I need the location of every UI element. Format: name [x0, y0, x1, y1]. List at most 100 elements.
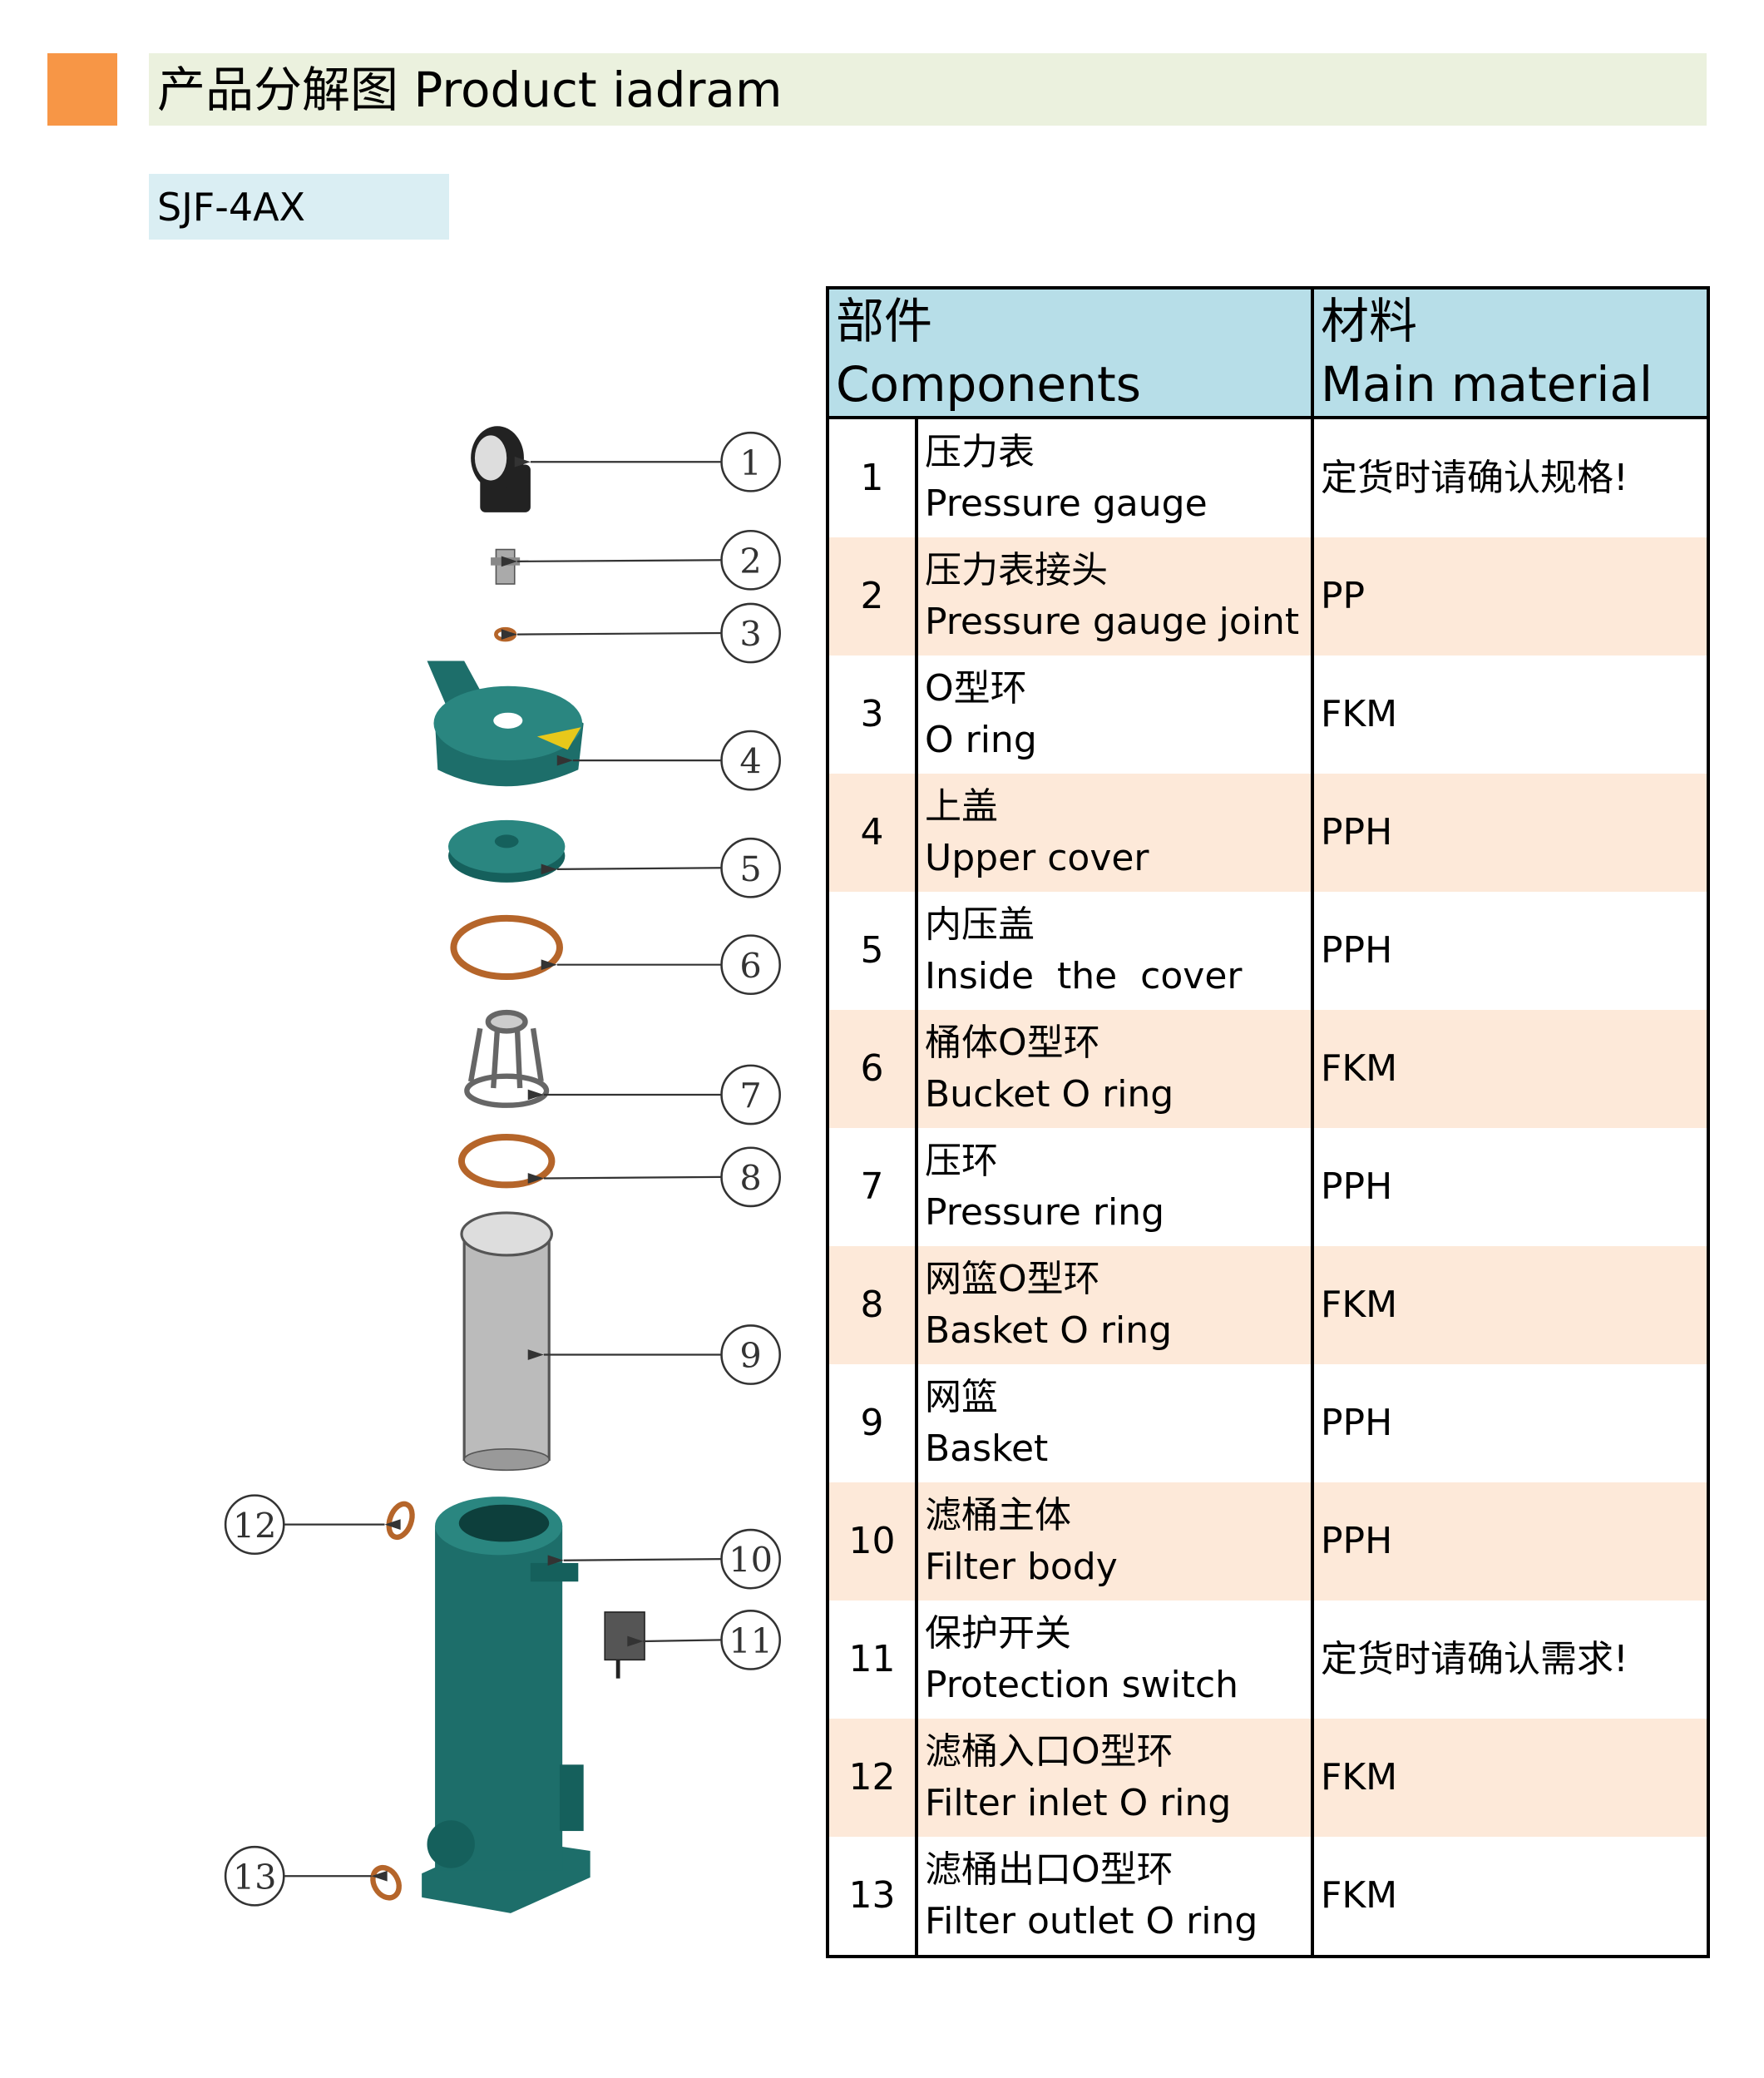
arrowhead-icon — [627, 1635, 644, 1647]
row-number: 2 — [826, 537, 918, 656]
header-material-en: Main material — [1321, 356, 1653, 413]
arrowhead-icon — [501, 629, 517, 640]
callout-circle — [720, 1146, 781, 1208]
component-cell: 滤桶主体 Filter body — [914, 1482, 1315, 1601]
callout-number: 8 — [739, 1158, 761, 1198]
component-cell: 压力表接头 Pressure gauge joint — [914, 537, 1315, 656]
component-name-en: Protection switch — [925, 1664, 1239, 1706]
arrowhead-icon — [547, 1555, 564, 1566]
arrowhead-icon — [541, 959, 557, 971]
callout-circle — [224, 1845, 285, 1907]
component-name-cn: 滤桶出口O型环 — [925, 1848, 1174, 1891]
callout-5: 5 — [541, 837, 781, 898]
callout-number: 10 — [729, 1541, 773, 1581]
component-name-en: Inside the cover — [925, 955, 1243, 997]
arrowhead-icon — [527, 1089, 544, 1101]
component-name-en: Bucket O ring — [925, 1073, 1174, 1116]
arrowhead-icon — [371, 1870, 388, 1882]
callout-circle — [720, 1064, 781, 1126]
callout-10: 10 — [547, 1528, 781, 1590]
callout-6: 6 — [541, 934, 781, 996]
callout-circle — [720, 730, 781, 791]
row-number: 1 — [826, 418, 918, 537]
arrowhead-icon — [384, 1519, 401, 1531]
component-name-cn: 滤桶主体 — [925, 1494, 1071, 1536]
component-name-cn: 压环 — [925, 1140, 998, 1182]
callout-circle — [720, 1610, 781, 1670]
component-name-en: O ring — [925, 719, 1037, 761]
callout-circle — [720, 837, 781, 898]
callout-12: 12 — [224, 1494, 401, 1556]
bucket-o-ring-part — [450, 914, 563, 981]
filter-body-part — [422, 1497, 590, 1913]
callout-number: 12 — [233, 1506, 277, 1546]
leader-line — [556, 867, 722, 870]
material-cell: PPH — [1311, 774, 1711, 892]
leader-line — [563, 1558, 722, 1561]
component-name-en: Filter body — [925, 1546, 1118, 1588]
component-name-cn: 网篮 — [925, 1376, 998, 1418]
basket-part — [460, 1211, 554, 1472]
header-material-cn: 材料 — [1321, 293, 1418, 349]
title-bar: 产品分解图 Product iadram — [149, 53, 1707, 126]
page-title: 产品分解图 Product iadram — [157, 62, 783, 118]
row-number: 11 — [826, 1601, 918, 1719]
callout-number: 13 — [233, 1858, 277, 1897]
leader-line — [516, 631, 722, 636]
callout-number: 5 — [739, 849, 761, 889]
row-number: 3 — [826, 656, 918, 774]
model-label-box: SJF-4AX — [149, 174, 449, 240]
callout-number: 2 — [739, 542, 761, 581]
component-cell: 桶体O型环 Bucket O ring — [914, 1010, 1315, 1128]
leader-line — [516, 559, 722, 563]
component-name-cn: 压力表接头 — [925, 549, 1108, 591]
callout-circle — [720, 431, 781, 492]
header-material: 材料 Main material — [1311, 286, 1711, 419]
outlet-o-ring-part — [370, 1865, 402, 1901]
callout-2: 2 — [501, 529, 781, 591]
component-name-en: Upper cover — [925, 837, 1149, 879]
protection-switch-part — [604, 1611, 645, 1679]
upper-cover-part — [427, 661, 584, 787]
component-name-en: Filter inlet O ring — [925, 1782, 1232, 1824]
material-cell: PPH — [1311, 892, 1711, 1010]
callout-circle — [720, 529, 781, 591]
row-number: 7 — [826, 1128, 918, 1246]
pressure-gauge-part — [471, 426, 531, 512]
material-cell: PPH — [1311, 1482, 1711, 1601]
model-label: SJF-4AX — [157, 185, 306, 230]
callout-number: 11 — [729, 1621, 773, 1661]
row-number: 12 — [826, 1719, 918, 1837]
component-name-cn: 上盖 — [925, 785, 998, 828]
material-cell: FKM — [1311, 656, 1711, 774]
component-name-en: Pressure gauge joint — [925, 601, 1300, 643]
callout-circle — [720, 1528, 781, 1590]
callout-number: 1 — [739, 443, 761, 483]
header-components: 部件 Components — [825, 286, 1315, 419]
callout-3: 3 — [501, 602, 781, 664]
arrowhead-icon — [527, 1349, 544, 1360]
accent-block — [47, 53, 117, 126]
callout-circle — [720, 934, 781, 996]
component-name-cn: 桶体O型环 — [925, 1022, 1100, 1064]
pressure-ring-part — [464, 1009, 550, 1108]
row-number: 4 — [826, 774, 918, 892]
material-cell: PP — [1311, 537, 1711, 656]
material-cell: FKM — [1311, 1837, 1711, 1958]
